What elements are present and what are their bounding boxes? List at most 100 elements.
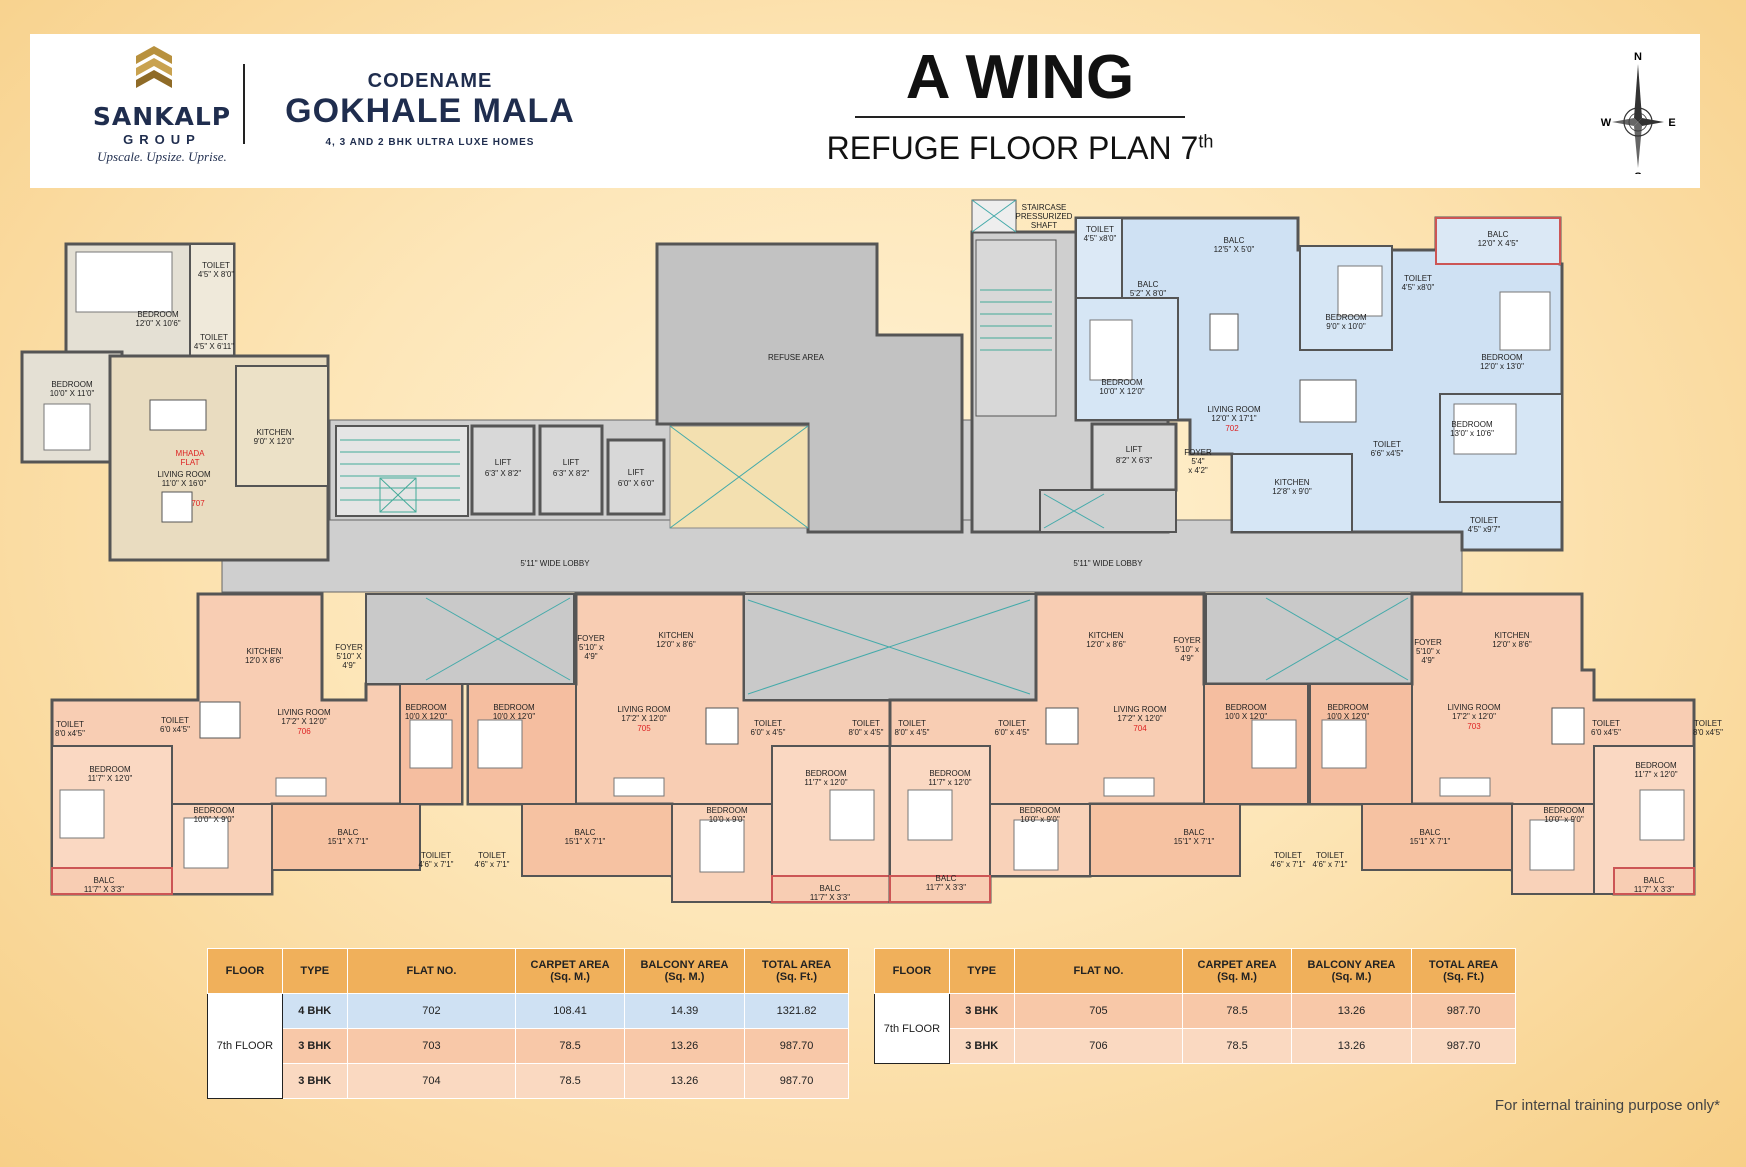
svg-text:4'9": 4'9": [342, 661, 355, 670]
svg-text:x 4'2": x 4'2": [1188, 466, 1208, 475]
flat-706: KITCHEN 12'0 X 8'6" FOYER 5'10" X 4'9" T…: [50, 592, 464, 896]
svg-text:6'0" X 6'0": 6'0" X 6'0": [618, 479, 654, 488]
table-row: 7th FLOOR 4 BHK 702 108.41 14.39 1321.82: [207, 993, 849, 1099]
svg-text:9'0" X 12'0": 9'0" X 12'0": [254, 437, 295, 446]
svg-text:BALC: BALC: [936, 874, 957, 883]
svg-text:4'5" x8'0": 4'5" x8'0": [1084, 234, 1117, 243]
col-balcony-area: BALCONY AREA (Sq. M.): [623, 948, 746, 994]
svg-text:13'0" x 10'6": 13'0" x 10'6": [1450, 429, 1494, 438]
svg-text:BEDROOM: BEDROOM: [1451, 420, 1493, 429]
svg-text:KITCHEN: KITCHEN: [256, 428, 291, 437]
svg-text:MHADA: MHADA: [176, 449, 206, 458]
project-subtitle: 4, 3 AND 2 BHK ULTRA LUXE HOMES: [325, 137, 535, 148]
lobby-right-label: 5'11" WIDE LOBBY: [1073, 559, 1143, 568]
svg-text:TOILET: TOILET: [1086, 225, 1114, 234]
col-balcony-area: BALCONY AREA (Sq. M.): [1290, 948, 1413, 994]
svg-text:BALC: BALC: [1184, 828, 1205, 837]
flat-705: FOYER 5'10" x 4'9" KITCHEN 12'0" x 8'6" …: [466, 592, 892, 904]
compass-n: N: [1634, 51, 1642, 63]
svg-text:12'0" X 4'5": 12'0" X 4'5": [1478, 239, 1519, 248]
svg-text:BEDROOM: BEDROOM: [1635, 761, 1677, 770]
svg-text:BALC: BALC: [1224, 236, 1245, 245]
svg-text:LIFT: LIFT: [628, 468, 645, 477]
svg-text:TOILET: TOILET: [852, 719, 880, 728]
svg-text:703: 703: [1467, 722, 1481, 731]
svg-text:8'0 x4'5": 8'0 x4'5": [1693, 728, 1723, 737]
svg-text:5'10" x: 5'10" x: [579, 643, 603, 652]
floor-cell: 7th FLOOR: [207, 993, 283, 1099]
lobby-left-label: 5'11" WIDE LOBBY: [520, 559, 590, 568]
svg-text:FOYER: FOYER: [577, 634, 605, 643]
table-header-row: FLOOR TYPE FLAT NO. CARPET AREA (Sq. M.)…: [874, 948, 1516, 994]
svg-text:702: 702: [1225, 424, 1239, 433]
svg-text:5'10" X: 5'10" X: [336, 652, 362, 661]
wing-title: A WING: [905, 43, 1135, 112]
svg-text:12'0" X 17'1": 12'0" X 17'1": [1211, 414, 1256, 423]
svg-text:BEDROOM: BEDROOM: [1019, 806, 1061, 815]
svg-text:TOILET: TOILET: [1373, 440, 1401, 449]
staircase-left: [335, 425, 469, 517]
col-type: TYPE: [281, 948, 348, 994]
svg-text:11'0" X 16'0": 11'0" X 16'0": [162, 479, 207, 488]
col-floor: FLOOR: [874, 948, 950, 994]
svg-text:FOYER: FOYER: [1173, 636, 1201, 645]
svg-text:11'7" x 12'0": 11'7" x 12'0": [804, 778, 847, 787]
project-name: GOKHALE MALA: [285, 92, 575, 130]
svg-text:704: 704: [1133, 724, 1147, 733]
svg-text:TOILET: TOILET: [478, 851, 506, 860]
svg-text:PRESSURIZED: PRESSURIZED: [1016, 212, 1073, 221]
table-row: 3 BHK 703 78.5 13.26 987.70: [208, 1028, 849, 1064]
svg-text:BALC: BALC: [94, 876, 115, 885]
flat-703: BEDROOM 10'0 X 12'0" TOILET 4'6" x 7'1" …: [1271, 592, 1723, 896]
brand-group: GROUP: [123, 132, 201, 147]
svg-text:BALC: BALC: [820, 884, 841, 893]
svg-text:6'3" X 8'2": 6'3" X 8'2": [485, 469, 521, 478]
svg-text:705: 705: [637, 724, 651, 733]
table-row: 3 BHK 706 78.5 13.26 987.70: [875, 1028, 1516, 1064]
svg-text:BEDROOM: BEDROOM: [405, 703, 447, 712]
svg-text:TOILET: TOILET: [1316, 851, 1344, 860]
svg-text:KITCHEN: KITCHEN: [1274, 478, 1309, 487]
svg-text:11'7" X 3'3": 11'7" X 3'3": [926, 883, 966, 892]
svg-text:TOILET: TOILET: [1470, 516, 1498, 525]
col-flat-no: FLAT NO.: [1013, 948, 1184, 994]
lift-2: LIFT 6'3" X 8'2": [538, 424, 604, 516]
header-divider: [243, 64, 245, 144]
svg-text:10'0 X 12'0": 10'0 X 12'0": [1327, 712, 1370, 721]
col-total-area: TOTAL AREA (Sq. Ft.): [1411, 948, 1516, 994]
svg-text:4'9": 4'9": [1180, 654, 1193, 663]
ventilation-shafts: [365, 593, 1413, 701]
svg-text:17'2" x 12'0": 17'2" x 12'0": [1452, 712, 1496, 721]
svg-text:STAIRCASE: STAIRCASE: [1022, 203, 1067, 212]
header-banner: SANKALP GROUP Upscale. Upsize. Uprise. C…: [30, 34, 1700, 188]
lift-4: LIFT 8'2" X 6'3": [1039, 422, 1178, 533]
col-floor: FLOOR: [207, 948, 283, 994]
svg-text:6'6" x4'5": 6'6" x4'5": [1371, 449, 1404, 458]
plan-title: REFUGE FLOOR PLAN 7th: [826, 130, 1214, 166]
svg-text:5'2" X 8'0": 5'2" X 8'0": [1130, 289, 1166, 298]
svg-text:BEDROOM: BEDROOM: [706, 806, 748, 815]
svg-text:12'0" x 8'6": 12'0" x 8'6": [656, 640, 696, 649]
svg-text:KITCHEN: KITCHEN: [1088, 631, 1123, 640]
svg-text:LIVING ROOM: LIVING ROOM: [617, 705, 671, 714]
svg-text:FLAT: FLAT: [181, 458, 200, 467]
svg-text:BEDROOM: BEDROOM: [51, 380, 93, 389]
svg-text:10'0" x 9'0": 10'0" x 9'0": [1020, 815, 1060, 824]
svg-text:TOILIET: TOILIET: [421, 851, 451, 860]
svg-text:10'0 X 12'0": 10'0 X 12'0": [1225, 712, 1268, 721]
codename-label: CODENAME: [367, 70, 493, 92]
svg-text:TOILET: TOILET: [202, 261, 230, 270]
sankalp-logo-icon: [136, 46, 172, 88]
svg-text:BALC: BALC: [1138, 280, 1159, 289]
svg-text:BEDROOM: BEDROOM: [805, 769, 847, 778]
svg-text:12'0 X 8'6": 12'0 X 8'6": [245, 656, 283, 665]
svg-text:5'10" x: 5'10" x: [1175, 645, 1199, 654]
svg-text:10'0 X 12'0": 10'0 X 12'0": [493, 712, 536, 721]
staircase-right: STAIRCASE PRESSURIZED SHAFT: [971, 199, 1073, 417]
svg-text:LIVING ROOM: LIVING ROOM: [277, 708, 331, 717]
svg-text:10'0" X 9'0": 10'0" X 9'0": [194, 815, 235, 824]
svg-text:12'5" X 5'0": 12'5" X 5'0": [1214, 245, 1255, 254]
svg-text:LIVING ROOM: LIVING ROOM: [157, 470, 211, 479]
flat-704: TOILET 8'0" x 4'5" TOILET 6'0" x 4'5" BE…: [888, 592, 1310, 904]
svg-text:17'2" X 12'0": 17'2" X 12'0": [621, 714, 666, 723]
